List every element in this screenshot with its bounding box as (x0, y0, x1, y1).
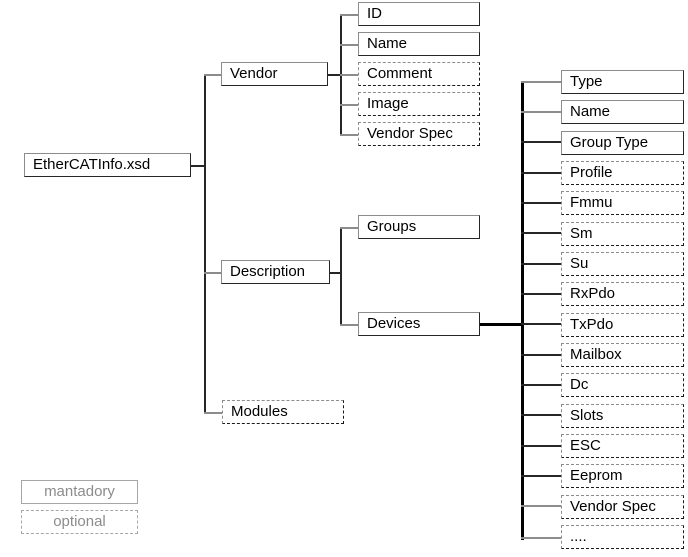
node-groups[interactable]: Groups (358, 215, 480, 239)
node-device-name[interactable]: Name (561, 100, 684, 124)
connector-devices-to-profile (521, 172, 562, 174)
connector-vendor-to-comment (340, 74, 359, 76)
connector-devices-to-type (521, 81, 562, 83)
connector-devices-to-more (521, 537, 562, 539)
connector-devices-to-vendorspec (521, 505, 562, 507)
node-vendor-id[interactable]: ID (358, 2, 480, 26)
connector-devices-to-name (521, 111, 562, 113)
node-device-sm[interactable]: Sm (561, 222, 684, 246)
node-root-ethercatinfo-xsd[interactable]: EtherCATInfo.xsd (24, 153, 191, 177)
node-device-fmmu[interactable]: Fmmu (561, 191, 684, 215)
connector-devices-to-esc (521, 445, 562, 447)
legend-mandatory: mantadory (21, 480, 138, 504)
node-device-profile[interactable]: Profile (561, 161, 684, 185)
connector-vendor-stub (327, 74, 341, 76)
connector-devices-to-mailbox (521, 354, 562, 356)
connector-root-stub (190, 165, 206, 167)
connector-devices-to-sm (521, 232, 562, 234)
node-device-dc[interactable]: Dc (561, 373, 684, 397)
connector-devices-to-su (521, 263, 562, 265)
legend-optional: optional (21, 510, 138, 534)
node-device-rxpdo[interactable]: RxPdo (561, 282, 684, 306)
node-vendor[interactable]: Vendor (221, 62, 328, 86)
connector-devices-to-txpdo (521, 323, 562, 325)
node-vendor-name[interactable]: Name (358, 32, 480, 56)
node-device-txpdo[interactable]: TxPdo (561, 313, 684, 337)
connector-devices-to-slots (521, 414, 562, 416)
node-device-type[interactable]: Type (561, 70, 684, 94)
node-device-vendor-spec[interactable]: Vendor Spec (561, 495, 684, 519)
connector-description-stub (329, 272, 341, 274)
connector-root-to-modules (204, 412, 223, 414)
node-device-esc[interactable]: ESC (561, 434, 684, 458)
node-device-group-type[interactable]: Group Type (561, 131, 684, 155)
connector-vendor-to-image (340, 104, 359, 106)
connector-vendor-to-name (340, 44, 359, 46)
node-vendor-vendor-spec[interactable]: Vendor Spec (358, 122, 480, 146)
connector-devices-to-dc (521, 384, 562, 386)
connector-devices-to-fmmu (521, 202, 562, 204)
connector-root-trunk (204, 74, 206, 414)
node-description[interactable]: Description (221, 260, 330, 284)
connector-description-to-groups (340, 227, 359, 229)
connector-vendor-to-id (340, 14, 359, 16)
connector-devices-to-rxpdo (521, 293, 562, 295)
connector-vendor-to-vendorspec (340, 134, 359, 136)
connector-root-to-description (204, 272, 222, 274)
node-vendor-comment[interactable]: Comment (358, 62, 480, 86)
node-device-su[interactable]: Su (561, 252, 684, 276)
node-device-eeprom[interactable]: Eeprom (561, 464, 684, 488)
node-device-mailbox[interactable]: Mailbox (561, 343, 684, 367)
node-device-slots[interactable]: Slots (561, 404, 684, 428)
connector-devices-stub (480, 323, 523, 326)
connector-description-trunk (340, 227, 342, 325)
connector-devices-to-grouptype (521, 141, 562, 143)
connector-devices-to-eeprom (521, 475, 562, 477)
node-vendor-image[interactable]: Image (358, 92, 480, 116)
connector-description-to-devices (340, 324, 359, 326)
node-modules[interactable]: Modules (222, 400, 344, 424)
node-device-more[interactable]: .... (561, 525, 684, 549)
connector-devices-trunk (521, 82, 524, 540)
connector-root-to-vendor (204, 74, 222, 76)
node-devices[interactable]: Devices (358, 312, 480, 336)
